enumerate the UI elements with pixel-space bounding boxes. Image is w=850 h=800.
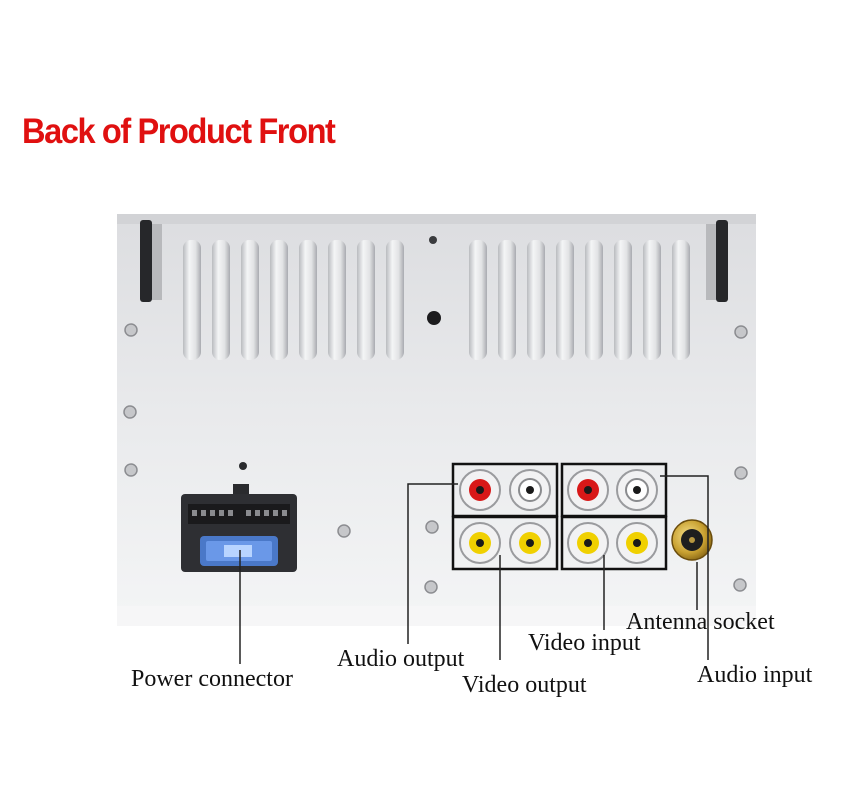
label-power-connector: Power connector	[131, 667, 293, 691]
side-bracket-right	[706, 220, 728, 302]
rca-jack-audio-out-red	[460, 470, 500, 510]
rca-jack-video-out-yellow-2	[510, 523, 550, 563]
antenna-socket	[672, 520, 712, 560]
label-audio-output: Audio output	[337, 647, 464, 671]
rca-jack-audio-out-white	[510, 470, 550, 510]
rca-jack-video-in-yellow-2	[617, 523, 657, 563]
label-audio-input: Audio input	[697, 663, 812, 687]
power-connector	[181, 484, 297, 572]
rca-jack-audio-in-white	[617, 470, 657, 510]
rca-jack-video-out-yellow-1	[460, 523, 500, 563]
label-video-output: Video output	[462, 673, 587, 697]
rca-jack-video-in-yellow-1	[568, 523, 608, 563]
side-bracket-left	[140, 220, 162, 302]
label-antenna-socket: Antenna socket	[626, 610, 775, 634]
label-video-input: Video input	[528, 631, 641, 655]
rca-jack-audio-in-red	[568, 470, 608, 510]
